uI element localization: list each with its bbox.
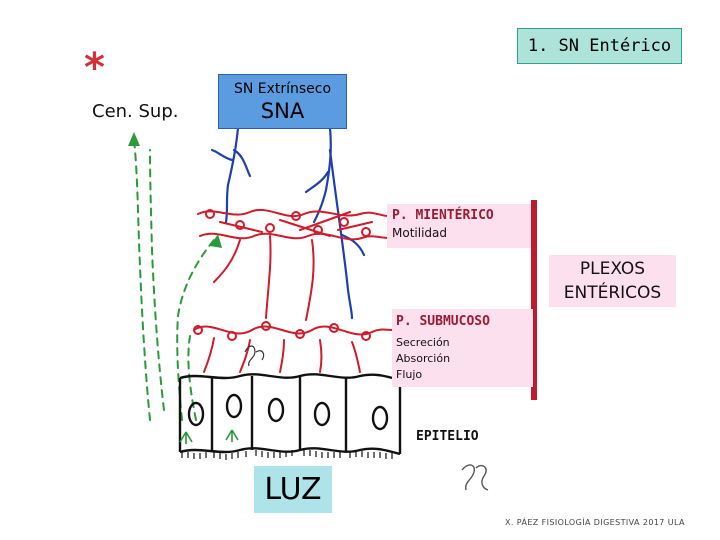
epithelial-nucleus	[225, 393, 243, 419]
epitelio-label: EPITELIO	[416, 429, 479, 444]
signature-mark	[461, 464, 489, 491]
plexos-bracket-bar	[531, 200, 537, 400]
title-box-label: 1. SN Entérico	[527, 36, 672, 56]
plexo-mienterico-function: Motilidad	[392, 226, 447, 240]
sn-extrinseco-box: SN Extrínseco SNA	[218, 74, 347, 129]
submucosal-ganglion	[295, 329, 305, 339]
epithelium-basal-outline	[179, 447, 401, 456]
plexos-line-1: PLEXOS	[579, 259, 646, 279]
submucoso-function-item: Flujo	[396, 368, 423, 381]
afferent-fiber	[133, 139, 151, 421]
plexo-mienterico-title: P. MIENTÉRICO	[392, 208, 494, 223]
luz-box: LUZ	[254, 466, 332, 513]
afferent-arrowhead	[210, 234, 222, 248]
sn-extrinseco-label: SN Extrínseco	[233, 81, 332, 97]
footer-credit: X. PÁEZ FISIOLOGÍA DIGESTIVA 2017 ULA	[505, 518, 685, 527]
extrinsic-nerve-right-branch	[304, 170, 330, 194]
epithelial-nucleus	[313, 401, 331, 427]
plexo-submucoso-title: P. SUBMUCOSO	[396, 314, 490, 329]
epithelial-nucleus	[267, 397, 285, 423]
extrinsic-nerve-right-long	[328, 148, 354, 320]
sensory-ending	[225, 429, 239, 442]
extrinsic-nerve-left-branch	[210, 148, 234, 162]
plexo-mienterico-box: P. MIENTÉRICO Motilidad	[387, 204, 533, 248]
afferent-fiber	[149, 149, 165, 411]
extrinsic-nerve-left-branch-2	[232, 148, 252, 178]
extrinsic-nerve-right-long-branch	[340, 233, 366, 257]
myenteric-ganglion	[205, 209, 215, 219]
epithelial-nucleus	[371, 405, 389, 431]
submucosal-ganglion	[329, 323, 339, 333]
myenteric-ganglion	[291, 211, 301, 221]
submucosal-ganglion	[193, 325, 203, 335]
myenteric-ganglion	[339, 217, 349, 227]
submucosal-fiber	[351, 341, 361, 373]
epithelium	[178, 373, 402, 456]
myenteric-descender	[213, 239, 241, 283]
sensory-ending	[179, 431, 193, 444]
submucosal-ganglion	[227, 331, 237, 341]
signature-mark	[244, 345, 265, 367]
myenteric-chain-top	[197, 208, 389, 218]
microvilli-row	[181, 450, 393, 460]
plexos-line-2: ENTÉRICOS	[563, 283, 662, 303]
afferent-arrowhead	[128, 132, 140, 146]
cen-sup-label: Cen. Sup.	[92, 101, 179, 122]
plexos-entericos-box: PLEXOS ENTÉRICOS	[549, 255, 676, 307]
submucosal-ganglion	[261, 321, 271, 331]
submucoso-function-item: Secreción	[396, 336, 450, 349]
myenteric-ganglion	[265, 223, 275, 233]
extrinsic-nerve-right	[312, 126, 332, 224]
extrinsic-nerve-left	[224, 126, 240, 224]
sna-label: SNA	[260, 99, 305, 123]
microvilli	[181, 450, 393, 460]
myenteric-descender	[305, 239, 315, 321]
submucoso-function-item: Absorción	[396, 352, 451, 365]
extrinsic-nerves	[210, 126, 366, 320]
myenteric-chain-bottom	[199, 232, 389, 241]
submucosal-plexus	[193, 321, 393, 373]
myenteric-descender	[265, 235, 272, 319]
submucosal-fiber	[203, 337, 215, 373]
submucosal-fiber	[279, 339, 285, 373]
sensory-endings	[179, 429, 239, 444]
submucosal-ganglion	[361, 331, 371, 341]
afferent-fibers	[133, 139, 215, 421]
myenteric-ganglion	[361, 227, 371, 237]
epithelial-nucleus	[187, 401, 205, 427]
title-box: 1. SN Entérico	[517, 28, 682, 64]
myenteric-plexus	[197, 208, 389, 321]
myenteric-link	[219, 211, 373, 237]
submucosal-fiber	[239, 339, 251, 373]
submucosal-fiber	[319, 339, 323, 373]
luz-label: LUZ	[264, 472, 322, 507]
asterisk-marker: *	[84, 45, 105, 91]
plexo-submucoso-box: P. SUBMUCOSO Secreción Absorción Flujo	[392, 309, 533, 387]
